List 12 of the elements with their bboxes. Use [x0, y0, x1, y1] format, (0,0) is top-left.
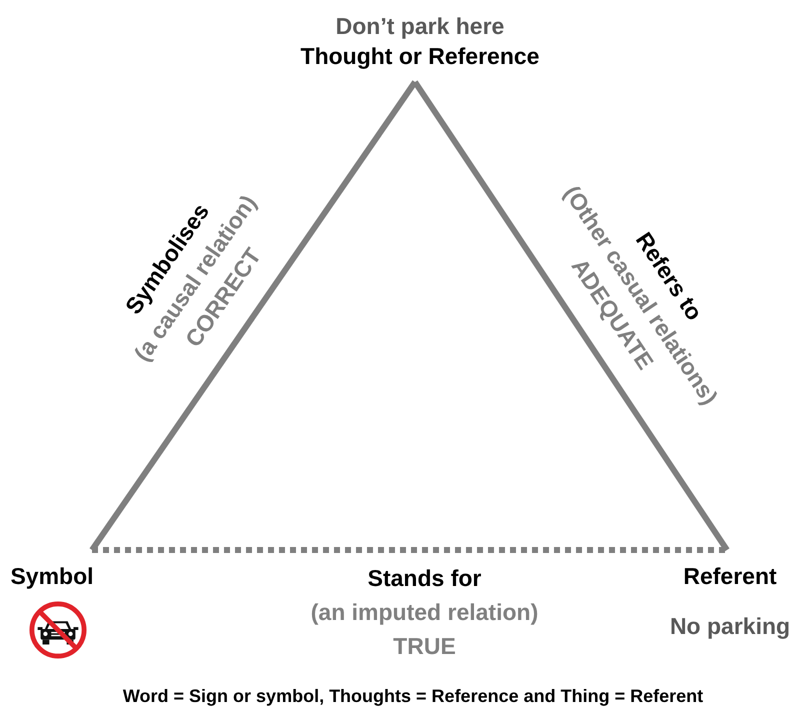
example-text: No parking [670, 612, 790, 640]
connector-line [412, 80, 730, 552]
vertex-label: Thought or Reference [296, 42, 544, 82]
dotted-connector-line [92, 547, 727, 553]
vertex-label: Referent [679, 550, 781, 590]
caption-text: Word = Sign or symbol, Thoughts = Reference and Thing = Referent [122, 685, 704, 708]
relation-note: (an imputed relation) [310, 598, 538, 627]
relation-label: Stands for [368, 564, 482, 593]
relation-note: TRUE [393, 632, 456, 661]
vertex-label: Symbol [6, 550, 98, 590]
example-text: Don’t park here [336, 12, 504, 40]
connector-line [90, 80, 418, 552]
